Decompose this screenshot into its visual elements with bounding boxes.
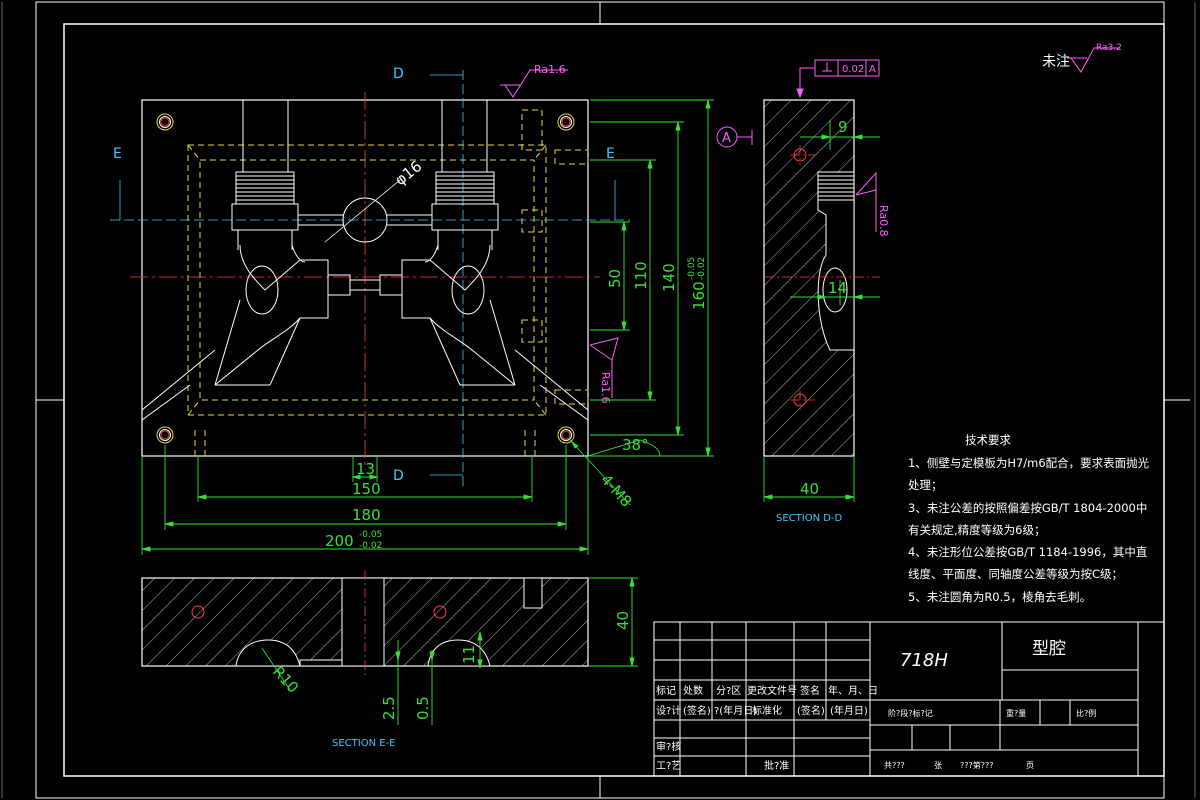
roughness-side-symbol [855, 171, 877, 232]
dim-110: 110 [632, 261, 650, 290]
section-dd-title: SECTION D-D [776, 513, 843, 524]
material-718h: 718H [900, 650, 948, 671]
technical-requirements: 技术要求 1、侧壁与定模板为H7/m6配合，要求表面抛光 处理； 3、未注公差的… [908, 433, 1150, 604]
note-line-3: 3、未注公差的按照偏差按GB/T 1804-2000中 [908, 501, 1147, 515]
tb-weight: 重?量 [1006, 708, 1026, 718]
dim-180: 180 [352, 506, 381, 524]
note-line-4: 有关规定,精度等级为6级； [908, 523, 1045, 537]
flatness-datum: A [869, 64, 876, 75]
tb-page-label: 页 [1026, 761, 1034, 770]
datum-a-label: A [722, 131, 731, 146]
ee-dim-2-5: 2.5 [380, 696, 398, 720]
dim-200-tol-up: -0.05 [359, 530, 382, 540]
note-line-2: 处理； [908, 478, 943, 492]
note-line-7: 5、未注圆角为R0.5，棱角去毛刺。 [908, 590, 1091, 604]
dd-dim-40: 40 [800, 480, 819, 498]
tb-review: 审?核 [656, 740, 681, 753]
roughness-side: Ra0.8 [877, 205, 890, 237]
tb-mark: 标记 [656, 685, 676, 697]
roughness-general: Ra3.2 [1096, 43, 1122, 53]
note-line-1: 1、侧壁与定模板为H7/m6配合，要求表面抛光 [908, 456, 1150, 470]
notes-heading: 技术要求 [965, 433, 1011, 447]
tb-count: 处数 [683, 684, 703, 697]
datum-a-symbol [716, 126, 753, 148]
dim-160: 160 [690, 281, 708, 310]
section-e-right-label: E [606, 146, 615, 162]
roughness-top: Ra1.6 [534, 63, 566, 76]
roughness-general-symbol [1067, 47, 1120, 73]
title-block [653, 621, 1165, 777]
tb-process: 工?艺 [656, 760, 681, 772]
tb-sign: 签名 [800, 684, 820, 697]
tb-sheets-total: 共??? [884, 761, 905, 770]
tb-approve: 批?准 [764, 759, 789, 772]
tb-sheet-number: ???第??? [960, 760, 993, 770]
dim-150: 150 [352, 480, 381, 498]
tb-design-sign: (签名) [683, 704, 711, 717]
tb-sheet-label: 张 [934, 761, 942, 770]
dim-200: 200 [325, 532, 354, 550]
tb-date: 年、月、日 [828, 684, 878, 697]
dim-50: 50 [606, 269, 624, 288]
dim-200-tol-dn: -0.02 [359, 541, 382, 551]
dim-160-tol-dn: -0.02 [697, 257, 707, 280]
tb-scale: 比?例 [1076, 708, 1096, 718]
ee-dim-40: 40 [614, 611, 632, 630]
dim-13: 13 [356, 460, 375, 478]
roughness-general-label: 未注 [1042, 54, 1070, 70]
tb-standard: 标准化 [752, 704, 782, 717]
section-dd-view: 0.02 A A Ra0.8 9 14 40 [716, 59, 890, 524]
dim-140: 140 [660, 263, 678, 292]
section-d-top-label: D [393, 66, 404, 82]
dim-160-tol-up: -0.05 [687, 257, 697, 280]
note-line-6: 线度、平面度、同轴度公差等级为按C级； [908, 567, 1123, 581]
section-ee-title: SECTION E-E [332, 738, 395, 749]
plan-view: D D E E [110, 63, 714, 555]
dd-dim-9: 9 [838, 118, 848, 136]
tb-zone: 分?区 [716, 685, 741, 697]
ee-dim-0-5: 0.5 [414, 696, 432, 720]
dd-dim-14: 14 [828, 279, 847, 297]
tb-standard-date: (年月日) [830, 704, 868, 717]
title-block-text: 718H 型腔 标记 处数 分?区 更改文件号 签名 年、月、日 设?计 (签名… [656, 639, 1096, 772]
note-line-5: 4、未注形位公差按GB/T 1184-1996，其中直 [908, 545, 1147, 559]
tb-standard-sign: (签名) [797, 704, 825, 717]
flatness-value: 0.02 [842, 64, 864, 75]
dim-phi16: φ16 [391, 157, 425, 189]
tb-stage-mark: 阶?段?标?记 [888, 708, 933, 718]
corner-holes [156, 113, 575, 444]
ee-dim-11: 11 [460, 645, 478, 664]
ee-dim-r10: R10 [269, 663, 302, 697]
roughness-top-symbol [500, 69, 568, 98]
tb-design-date: ?(年月日) [714, 704, 757, 717]
tb-change-doc: 更改文件号 [747, 684, 797, 697]
tb-design: 设?计 [656, 704, 681, 717]
section-ee-view: 40 R10 2.5 0.5 11 SECTION E-E [141, 570, 638, 749]
flatness-tolerance-frame [796, 59, 880, 99]
part-name: 型腔 [1032, 639, 1066, 659]
dim-angle-38: 38° [622, 436, 649, 454]
section-e-left-label: E [113, 146, 122, 162]
roughness-right-symbol [589, 337, 619, 398]
roughness-right: Ra1.6 [599, 372, 612, 404]
section-d-bottom-label: D [393, 468, 404, 484]
